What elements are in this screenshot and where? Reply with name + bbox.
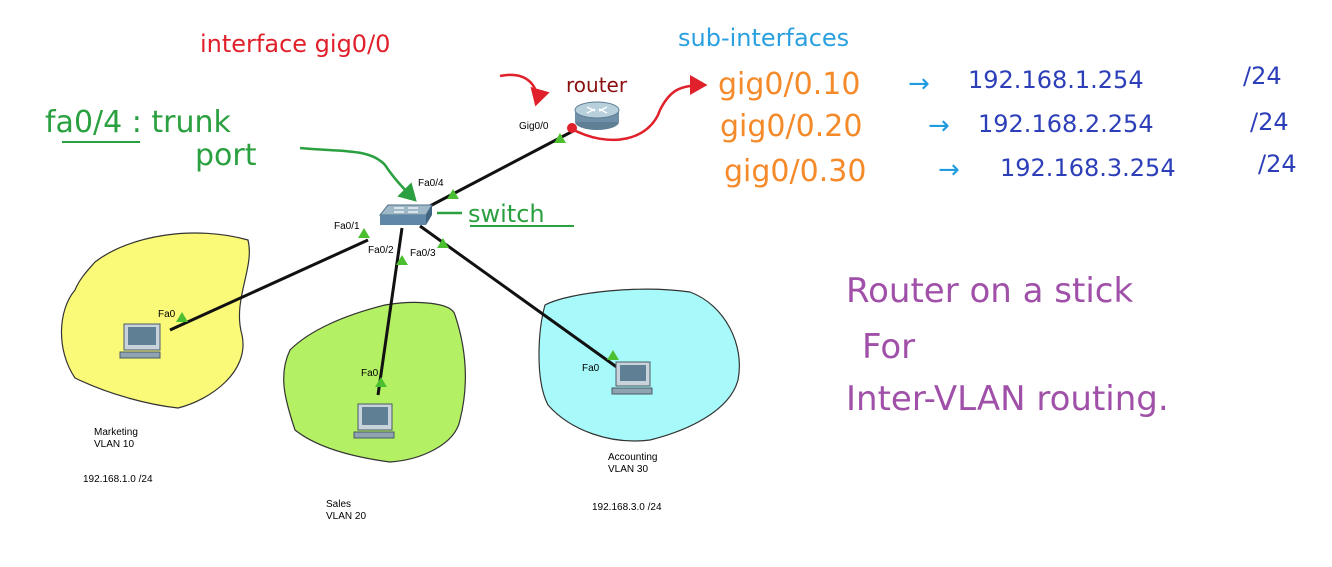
router-port-label: Gig0/0 (519, 121, 549, 132)
subinterface-name: gig0/0.10 (718, 67, 860, 102)
link-switch-marketing (169, 238, 369, 332)
vlan10-subnet: 192.168.1.0 /24 (83, 474, 153, 485)
subinterface-row-20: gig0/0.20 → 192.168.2.254 /24 (720, 108, 1289, 144)
vlan10-id: VLAN 10 (94, 439, 134, 450)
arrow-glyph: → (908, 69, 930, 99)
subinterface-ip: 192.168.1.254 (968, 66, 1144, 94)
port-indicator (447, 189, 459, 199)
port-indicator (358, 228, 370, 238)
interface-annotation: interface gig0/0 (200, 30, 390, 58)
port-indicator (437, 238, 449, 248)
subinterfaces-title: sub-interfaces (678, 24, 849, 52)
vlan30-name: Accounting (608, 452, 657, 463)
subinterface-ip: 192.168.3.254 (1000, 154, 1176, 182)
title-line-1: Router on a stick (846, 271, 1133, 311)
pc-marketing-port-label: Fa0 (158, 309, 176, 320)
subinterface-row-30: gig0/0.30 → 192.168.3.254 /24 (724, 150, 1297, 189)
port-indicator (375, 377, 387, 387)
subinterface-row-10: gig0/0.10 → 192.168.1.254 /24 (718, 62, 1282, 102)
pc-sales-port-label: Fa0 (361, 368, 379, 379)
switch-annotation: switch (468, 200, 545, 228)
vlan20-name: Sales (326, 499, 351, 510)
trunk-annotation-line1: fa0/4 : trunk (45, 105, 232, 140)
switch-port-fa03-label: Fa0/3 (410, 248, 436, 259)
vlan10-area (60, 232, 250, 409)
port-indicator (396, 255, 408, 265)
switch-port-fa02-label: Fa0/2 (368, 245, 394, 256)
arrow-glyph: → (938, 155, 960, 185)
subinterface-ip: 192.168.2.254 (978, 110, 1154, 138)
vlan30-subnet: 192.168.3.0 /24 (592, 502, 662, 513)
trunk-pointer-arrow (299, 146, 417, 202)
link-switch-accounting (419, 224, 619, 370)
arrow-glyph: → (928, 111, 950, 141)
router-pointer-arrow (499, 73, 550, 107)
subinterface-mask: /24 (1243, 62, 1282, 90)
pc-accounting[interactable] (611, 361, 653, 395)
subinterface-name: gig0/0.20 (720, 109, 862, 144)
switch-device[interactable] (378, 204, 433, 225)
switch-port-fa04-label: Fa0/4 (418, 178, 444, 189)
title-line-2: For (862, 327, 915, 367)
pc-sales[interactable] (353, 403, 395, 439)
link-switch-sales (376, 227, 404, 396)
router-device[interactable] (574, 101, 620, 130)
pc-marketing[interactable] (119, 323, 161, 359)
title-line-3: Inter-VLAN routing. (846, 379, 1169, 419)
gig-marker (567, 123, 577, 133)
pc-accounting-port-label: Fa0 (582, 363, 600, 374)
switch-port-fa01-label: Fa0/1 (334, 221, 360, 232)
vlan20-area (283, 301, 467, 463)
vlan10-name: Marketing (94, 427, 138, 438)
port-indicator (607, 350, 619, 360)
subinterface-mask: /24 (1258, 150, 1297, 178)
vlan30-id: VLAN 30 (608, 464, 648, 475)
port-indicators (176, 133, 619, 387)
trunk-annotation-line2: port (195, 138, 257, 173)
subinterface-name: gig0/0.30 (724, 154, 866, 189)
router-annotation: router (566, 73, 628, 97)
gig-to-subint-arrow (569, 75, 708, 142)
port-indicator (554, 133, 566, 143)
port-indicator (176, 312, 188, 322)
subinterface-mask: /24 (1250, 108, 1289, 136)
vlan20-id: VLAN 20 (326, 511, 366, 522)
